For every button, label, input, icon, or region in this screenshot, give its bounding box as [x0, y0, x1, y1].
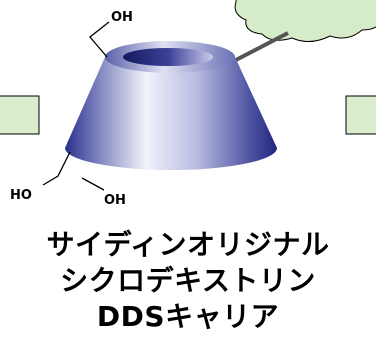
- caption-line-3: DDSキャリア: [96, 300, 280, 333]
- label-top-oh: OH: [111, 10, 133, 25]
- bottom-oh-bond-right: [81, 177, 105, 191]
- cone-body: [65, 57, 277, 170]
- label-bottom-ho: HO: [10, 188, 32, 203]
- caption-line-2: シクロデキストリン: [60, 264, 316, 297]
- cloud-shape: [234, 0, 376, 42]
- caption-line-1: サイディンオリジナル: [46, 228, 330, 261]
- cyclodextrin-diagram: OH HO OH: [0, 0, 376, 208]
- bottom-oh-bond: [42, 151, 71, 186]
- left-green-box: [0, 95, 40, 135]
- right-green-box: [345, 95, 376, 135]
- label-bottom-oh: OH: [104, 193, 126, 208]
- cone-cavity: [123, 48, 213, 66]
- diagram-caption: サイディンオリジナル シクロデキストリン DDSキャリア: [0, 227, 376, 335]
- connector-line: [231, 31, 289, 64]
- top-oh-bond: [89, 21, 110, 58]
